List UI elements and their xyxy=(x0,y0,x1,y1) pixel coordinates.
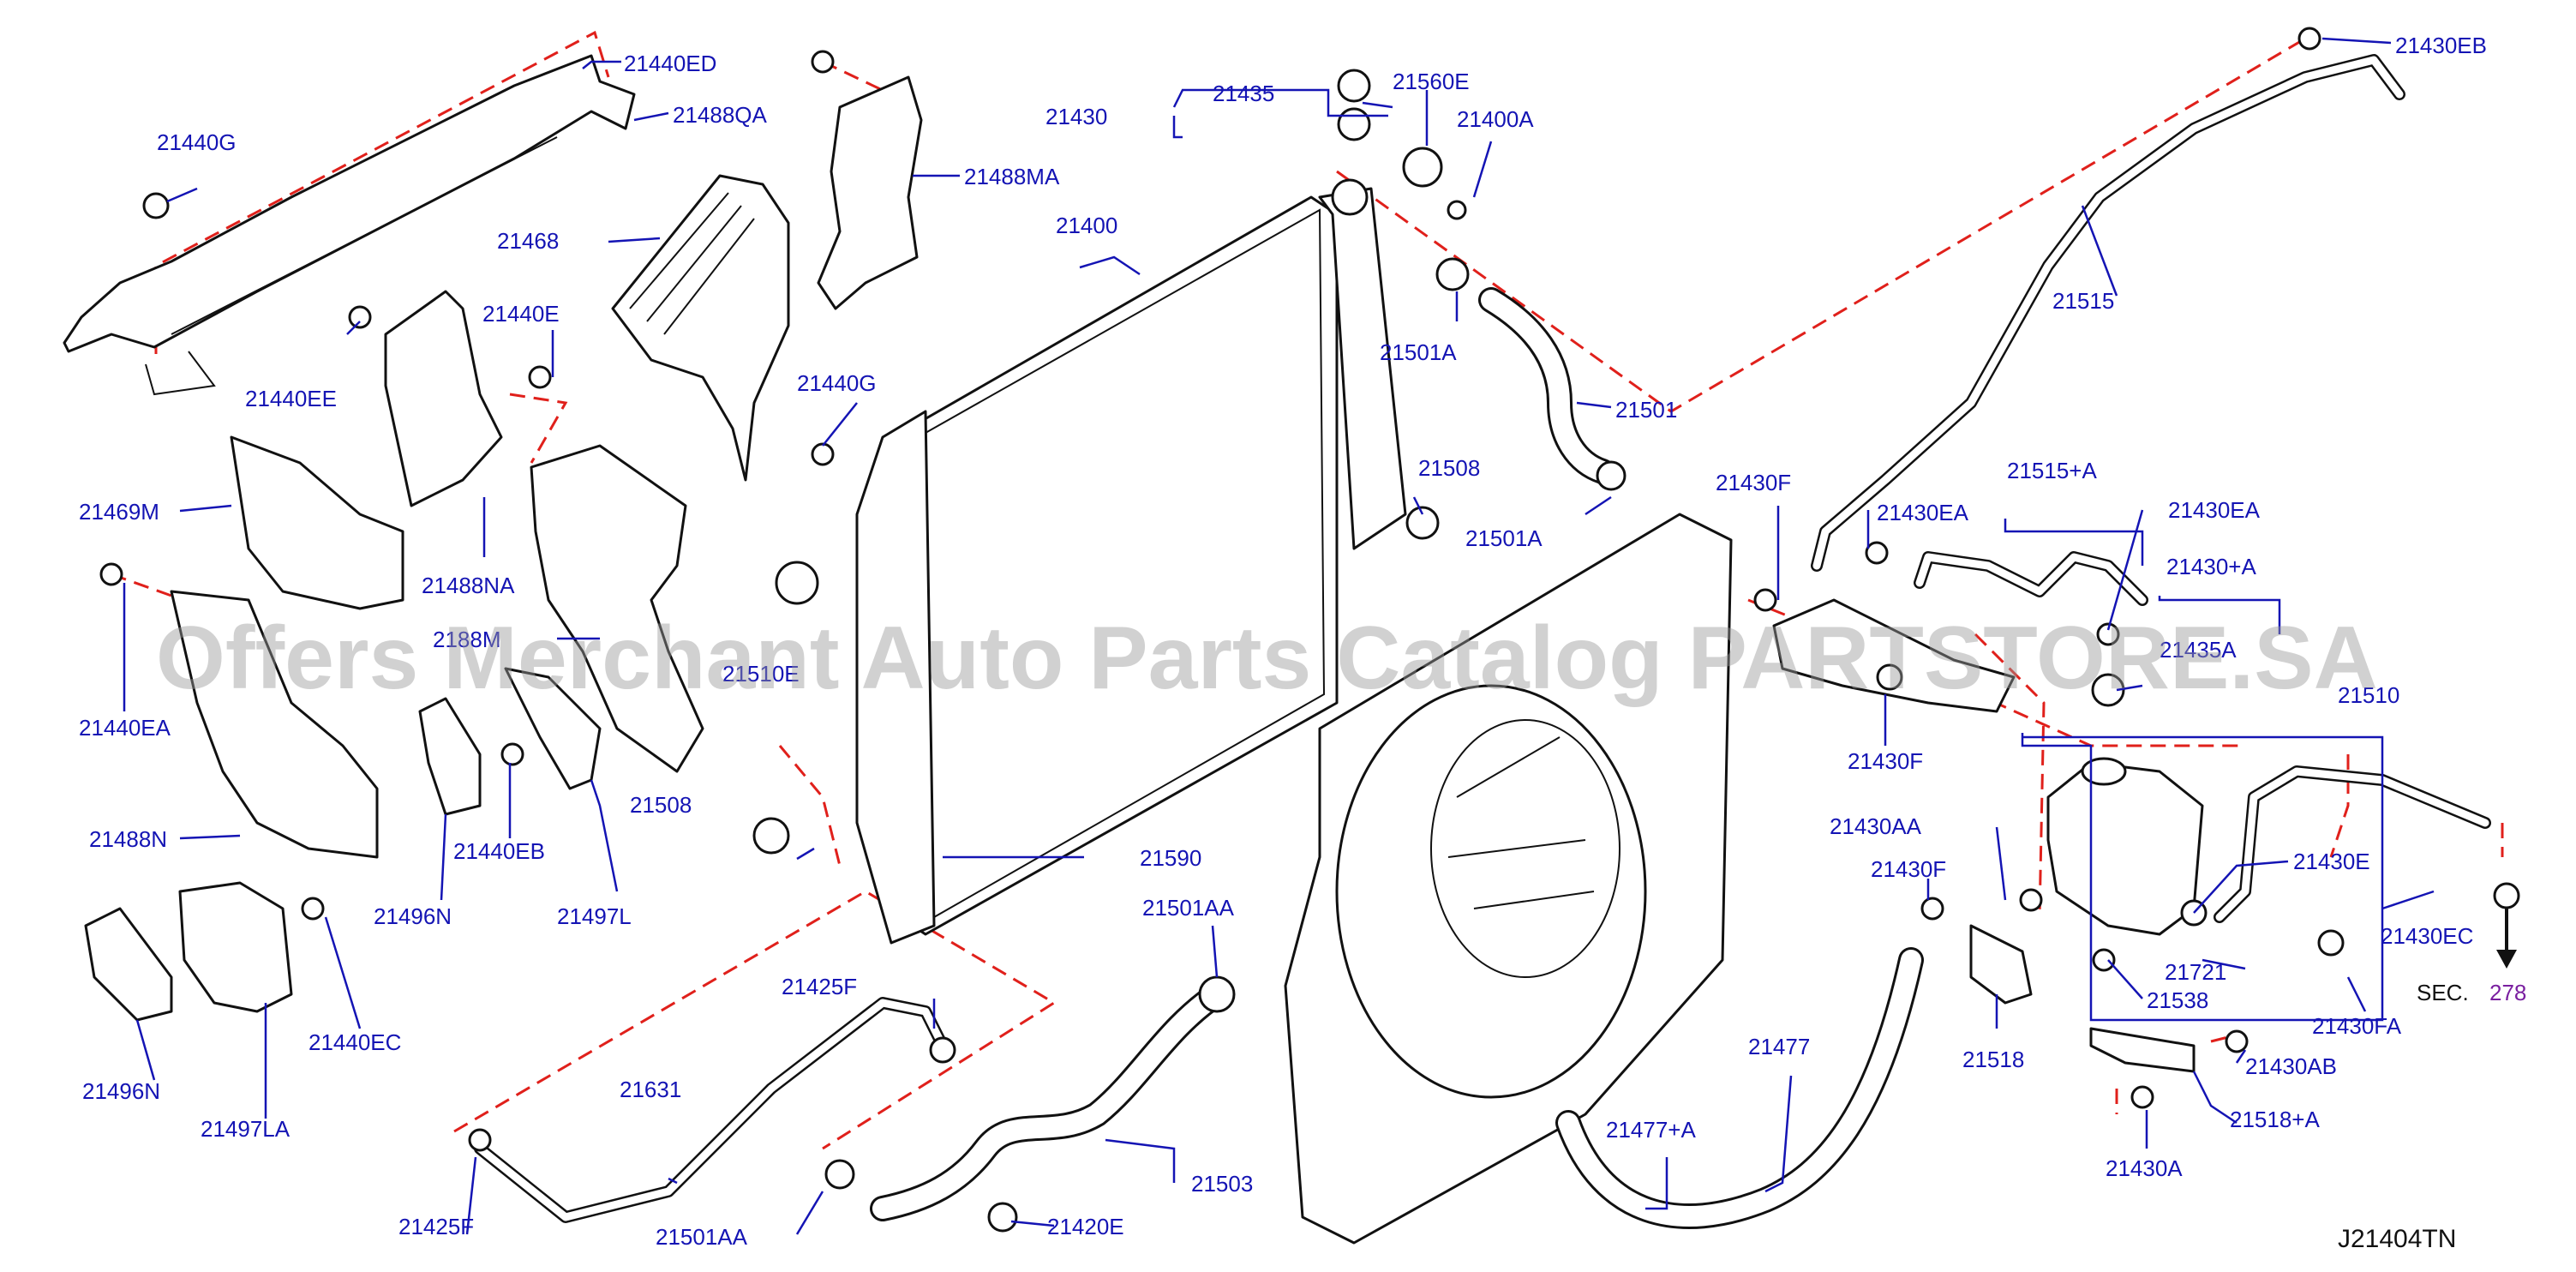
part-label: 21501A xyxy=(1465,525,1543,551)
part-label: 21440E xyxy=(482,301,560,327)
pipe-21631 xyxy=(474,997,949,1223)
bracket-21518A xyxy=(2089,1027,2196,1073)
side-baffle-21468 xyxy=(611,174,790,482)
part-label: 21435 xyxy=(1213,81,1274,106)
bracket-2188M xyxy=(530,444,704,773)
part-label: 21440ED xyxy=(624,51,716,76)
bracket-21469M xyxy=(230,435,404,610)
part-label: 21501A xyxy=(1380,339,1457,365)
part-label: 21590 xyxy=(1140,845,1201,871)
lower-panel-21488N xyxy=(170,590,379,859)
part-label: 21515 xyxy=(2052,288,2114,314)
part-label: 21631 xyxy=(620,1077,681,1102)
part-label: 21430+A xyxy=(2166,554,2256,579)
part-label: 21497LA xyxy=(201,1116,291,1142)
block-21496N-lower xyxy=(84,907,173,1022)
hose-21501 xyxy=(1478,287,1615,484)
part-label: 21430 xyxy=(1045,104,1107,129)
fan-shroud-21590 xyxy=(1284,513,1733,1245)
part-label: 21468 xyxy=(497,228,559,254)
diagram-code: J21404TN xyxy=(2338,1225,2456,1253)
part-label: 21488NA xyxy=(422,573,515,598)
part-label: 21425F xyxy=(398,1214,474,1239)
part-label: 21430A xyxy=(2106,1155,2183,1181)
part-label: 21425F xyxy=(782,974,857,999)
part-label: 21510 xyxy=(2338,682,2399,708)
part-label: 21430E xyxy=(2293,849,2370,874)
part-label: 21430EB xyxy=(2395,33,2487,58)
part-label: 21488N xyxy=(89,826,167,852)
part-label: 21440EE xyxy=(245,386,337,411)
part-label: 21430F xyxy=(1871,856,1946,882)
section-ref-label: SEC. xyxy=(2417,980,2469,1005)
part-label: 21440EB xyxy=(453,838,545,864)
part-label: 2188M xyxy=(433,627,501,652)
part-label: 21518+A xyxy=(2230,1107,2320,1132)
block-21496N-upper xyxy=(418,697,482,816)
part-label: 21721 xyxy=(2165,959,2226,985)
bracket-reservoir xyxy=(1772,598,2016,713)
part-label: 21440G xyxy=(797,370,877,396)
plate-21497LA xyxy=(178,881,293,1013)
part-label: 21469M xyxy=(79,499,159,525)
part-label: 21501AA xyxy=(1142,895,1235,921)
part-label: 21400A xyxy=(1457,106,1534,132)
part-label: 21501 xyxy=(1615,397,1677,423)
part-label: 21515+A xyxy=(2007,458,2097,483)
part-label: 21477+A xyxy=(1606,1117,1696,1143)
hose-21503 xyxy=(870,981,1230,1221)
hose-21430E xyxy=(2214,765,2491,923)
part-label: 21430F xyxy=(1848,748,1923,774)
part-label: 21440EA xyxy=(79,715,171,741)
part-label: 21518 xyxy=(1962,1047,2024,1072)
leader-lines xyxy=(123,37,2435,1235)
radiator-21400 xyxy=(855,178,1407,945)
part-label: 21430EA xyxy=(1877,500,1969,525)
part-label: 21400 xyxy=(1056,213,1117,238)
part-label: 21430FA xyxy=(2312,1013,2402,1039)
tube-21515A xyxy=(1914,551,2148,606)
bracket-21488MA xyxy=(817,75,923,310)
part-label: 21477 xyxy=(1748,1034,1810,1059)
reservoir-21510 xyxy=(2046,757,2204,936)
part-label: 21488MA xyxy=(964,164,1060,189)
part-label: 21510E xyxy=(722,661,800,687)
fasteners xyxy=(99,27,2520,1233)
part-labels: 21440ED 21488QA 21440G 21488MA 21468 214… xyxy=(79,33,2487,1250)
down-arrow-icon xyxy=(2496,909,2517,969)
part-label: 21440EC xyxy=(309,1029,401,1055)
bracket-21518 xyxy=(1969,924,2033,1005)
tube-21515 xyxy=(1811,54,2405,572)
section-ref-number[interactable]: 278 xyxy=(2489,980,2526,1005)
part-label: 21430F xyxy=(1716,470,1791,495)
part-label: 21430EC xyxy=(2381,923,2473,949)
part-label: 21497L xyxy=(557,903,632,929)
band-21477 xyxy=(1555,947,1924,1229)
left-panel-21488NA xyxy=(384,290,503,507)
part-label: 21508 xyxy=(630,792,692,818)
part-label: 21420E xyxy=(1047,1214,1124,1239)
part-label: 21435A xyxy=(2160,637,2237,663)
part-label: 21508 xyxy=(1418,455,1480,481)
part-label: 21430AB xyxy=(2245,1053,2337,1079)
section-reference[interactable]: SEC. 278 xyxy=(2417,980,2526,1005)
part-label: 21503 xyxy=(1191,1171,1253,1197)
part-label: 21430AA xyxy=(1830,813,1922,839)
part-label: 21560E xyxy=(1393,69,1470,94)
part-label: 21430EA xyxy=(2168,497,2261,523)
part-label: 21501AA xyxy=(656,1224,748,1250)
part-label: 21538 xyxy=(2147,987,2208,1013)
part-label: 21440G xyxy=(157,129,237,155)
upper-shroud-panel xyxy=(63,54,636,396)
part-label: 21488QA xyxy=(673,102,768,128)
part-label: 21496N xyxy=(82,1078,160,1104)
watermark: Offers Merchant Auto Parts Catalog PARTS… xyxy=(156,609,2378,708)
part-label: 21496N xyxy=(374,903,452,929)
